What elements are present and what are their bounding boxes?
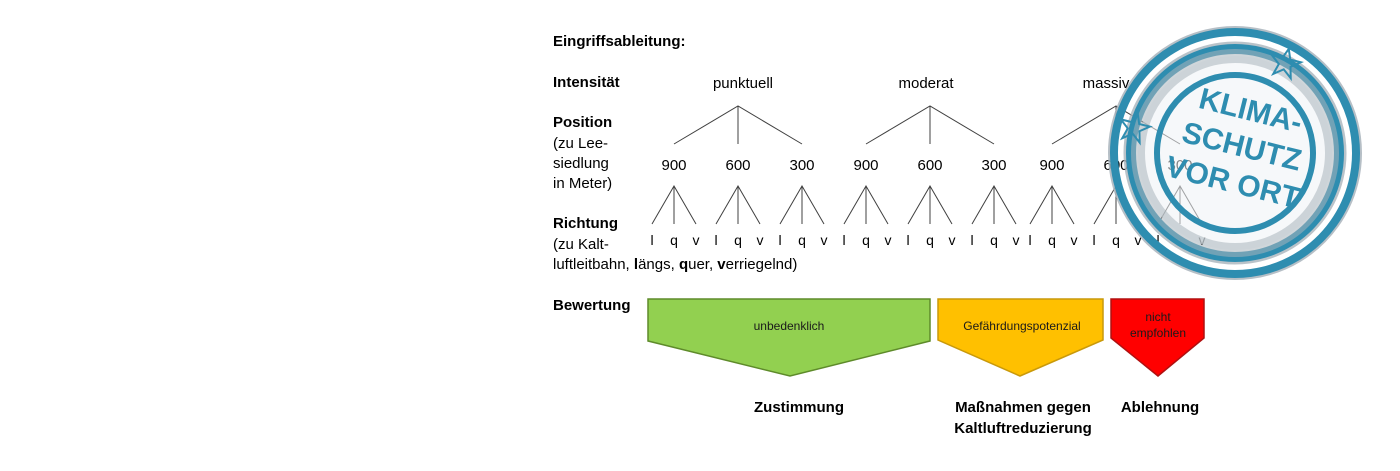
tree-branches-level1 xyxy=(673,105,1181,145)
direction-letter: l xyxy=(970,232,973,248)
intensity-label: Intensität xyxy=(553,74,620,91)
rating-box-text: empfohlen xyxy=(1130,326,1186,340)
direction-sub-line-2: luftleitbahn, längs, quer, verriegelnd) xyxy=(553,256,798,273)
diagram-title: Eingriffsableitung: xyxy=(553,33,686,50)
rating-box-text: unbedenklich xyxy=(754,319,825,333)
direction-letter: v xyxy=(1013,232,1020,248)
direction-letter: l xyxy=(906,232,909,248)
direction-label: Richtung xyxy=(553,215,618,232)
direction-letter: l xyxy=(778,232,781,248)
direction-sub-line: (zu Kalt- xyxy=(553,236,609,253)
rating-box-gefaehrdungspotenzial xyxy=(937,298,1104,377)
direction-letter: q xyxy=(926,232,934,248)
klimaschutz-stamp-logo: KLIMA- SCHUTZ VOR ORT xyxy=(1108,26,1362,280)
distance-label: 600 xyxy=(725,157,750,174)
distance-label: 900 xyxy=(1039,157,1064,174)
direction-letter: v xyxy=(1071,232,1078,248)
distance-label: 900 xyxy=(853,157,878,174)
rating-box-text: nicht xyxy=(1145,310,1171,324)
direction-letter: q xyxy=(670,232,678,248)
direction-letter: l xyxy=(1092,232,1095,248)
position-sub-line: (zu Lee- xyxy=(553,135,609,152)
rating-box-nicht-empfohlen xyxy=(1110,298,1205,377)
direction-letter: l xyxy=(1028,232,1031,248)
rating-box-text: Gefährdungspotenzial xyxy=(963,319,1080,333)
outcome-ablehnung: Ablehnung xyxy=(1120,399,1200,416)
intensity-level: moderat xyxy=(898,75,954,92)
star-icon xyxy=(1118,110,1153,146)
direction-letter: v xyxy=(949,232,956,248)
direction-letter: q xyxy=(1048,232,1056,248)
direction-letter: l xyxy=(650,232,653,248)
direction-letter: l xyxy=(714,232,717,248)
direction-letter: q xyxy=(990,232,998,248)
direction-letter: l xyxy=(1156,232,1159,248)
outcome-massnahmen: Maßnahmen gegen Kaltluftreduzierung xyxy=(954,399,1092,437)
direction-letter: v xyxy=(1135,232,1142,248)
direction-letter: l xyxy=(842,232,845,248)
intensity-level: punktuell xyxy=(713,75,773,92)
direction-letter: q xyxy=(862,232,870,248)
direction-letter: v xyxy=(757,232,764,248)
distance-label: 600 xyxy=(917,157,942,174)
direction-letter: q xyxy=(734,232,742,248)
position-sub-line: in Meter) xyxy=(553,175,613,192)
outcome-zustimmung: Zustimmung xyxy=(754,399,844,416)
direction-letter: q xyxy=(1112,232,1120,248)
position-label: Position xyxy=(553,114,613,131)
distance-label: 300 xyxy=(789,157,814,174)
intensity-level: massiv xyxy=(1083,75,1130,92)
distance-label: 300 xyxy=(981,157,1006,174)
distance-label: 900 xyxy=(661,157,686,174)
direction-letter: v xyxy=(693,232,700,248)
position-sub-line: siedlung xyxy=(553,155,609,172)
direction-letter: q xyxy=(798,232,806,248)
direction-letter: v xyxy=(885,232,892,248)
rating-box-unbedenklich xyxy=(647,298,931,377)
star-icon xyxy=(1269,46,1304,82)
direction-letter: v xyxy=(821,232,828,248)
rating-label: Bewertung xyxy=(553,297,631,314)
